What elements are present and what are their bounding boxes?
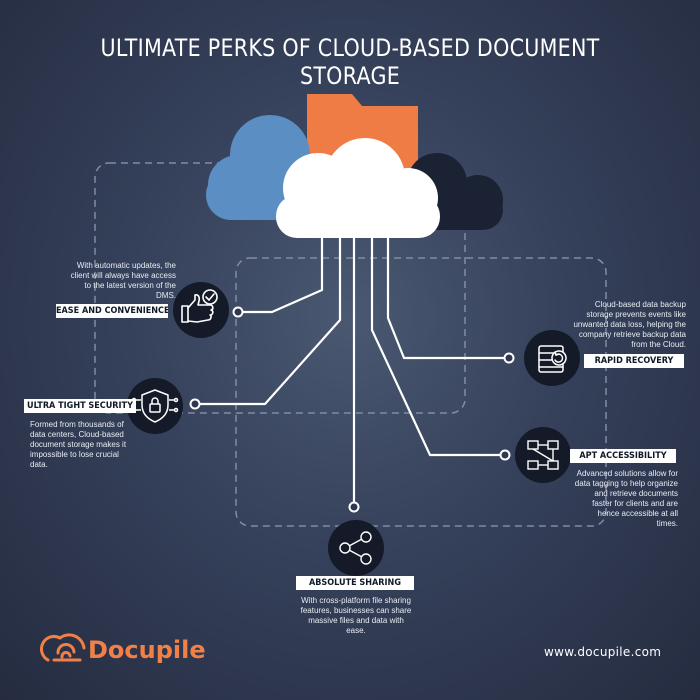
brand-name: Docupile [88,636,206,664]
docupile-cloud-logo-icon [39,633,86,662]
website-link[interactable]: www.docupile.com [544,645,662,659]
perk-desc-security: Formed from thousands of data centers, C… [30,420,127,469]
shield-lock-icon [131,389,179,423]
backup-restore-icon [538,345,567,373]
connector-end-dots [189,306,515,513]
perk-label-recovery: RAPID RECOVERY [584,354,684,368]
perk-label-sharing: ABSOLUTE SHARING [296,576,414,590]
white-cloud [276,138,440,238]
perk-label-ease: EASE AND CONVENIENCE [56,304,168,318]
perk-desc-ease: With automatic updates, the client will … [70,261,176,300]
cloud-icon [206,94,503,238]
perk-label-accessibility: APT ACCESSIBILITY [570,449,676,463]
perk-desc-accessibility: Advanced solutions allow for data taggin… [574,469,678,528]
perk-desc-sharing: With cross-platform file sharing feature… [300,596,412,635]
perk-label-security: ULTRA TIGHT SECURITY [24,399,136,413]
connector-lines [199,238,505,503]
share-users-icon [339,531,372,565]
thumbs-up-check-icon [181,289,218,323]
perk-desc-recovery: Cloud-based data backup storage prevents… [573,300,686,349]
page-title: ULTIMATE PERKS OF CLOUD-BASED DOCUMENT S… [100,34,600,90]
connected-devices-icon [527,440,559,470]
